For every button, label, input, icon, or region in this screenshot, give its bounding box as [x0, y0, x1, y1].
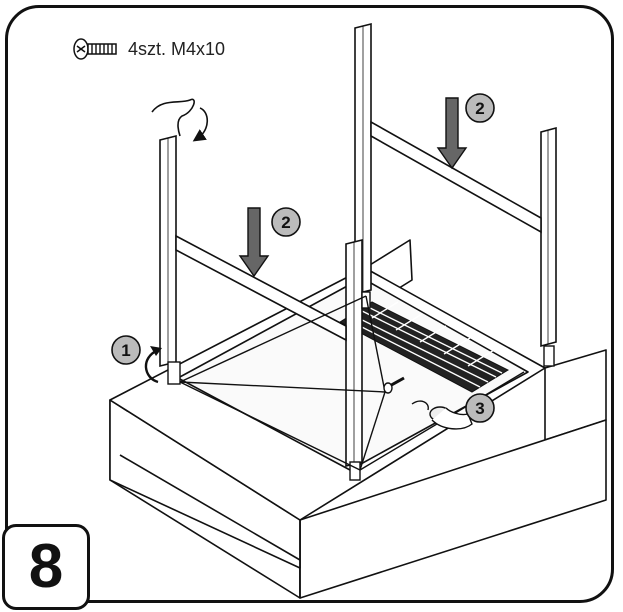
rotate-arrow-icon [144, 346, 162, 384]
press-down-arrow-front-icon [238, 207, 270, 278]
legs [159, 22, 557, 468]
leg-right [540, 126, 557, 348]
parts-label: 4szt. M4x10 [128, 38, 226, 59]
mesh-grid [338, 301, 510, 393]
step-number-box: 8 [2, 524, 90, 610]
callout-1-number: 1 [121, 341, 130, 360]
rails [175, 120, 542, 342]
callout-2-front-number: 2 [281, 213, 290, 232]
screw-install-icon [383, 376, 473, 430]
callout-2-back-number: 2 [475, 99, 484, 118]
cable [151, 98, 209, 142]
callout-3: 3 [465, 393, 495, 423]
instruction-frame [5, 5, 614, 603]
rail-front [175, 234, 347, 342]
callout-3-number: 3 [475, 399, 484, 418]
press-down-arrow-back-icon [436, 97, 468, 170]
drawer-base [109, 239, 607, 599]
callout-1: 1 [111, 335, 141, 365]
rotate-arrow-top-icon [192, 107, 209, 142]
leg-feet [167, 291, 555, 481]
callout-2-front: 2 [271, 207, 301, 237]
rail-back [370, 120, 542, 234]
step-number: 8 [28, 532, 64, 601]
callout-2-back: 2 [465, 93, 495, 123]
parts-list: 4szt. M4x10 [72, 38, 225, 60]
screw-icon [73, 38, 117, 60]
